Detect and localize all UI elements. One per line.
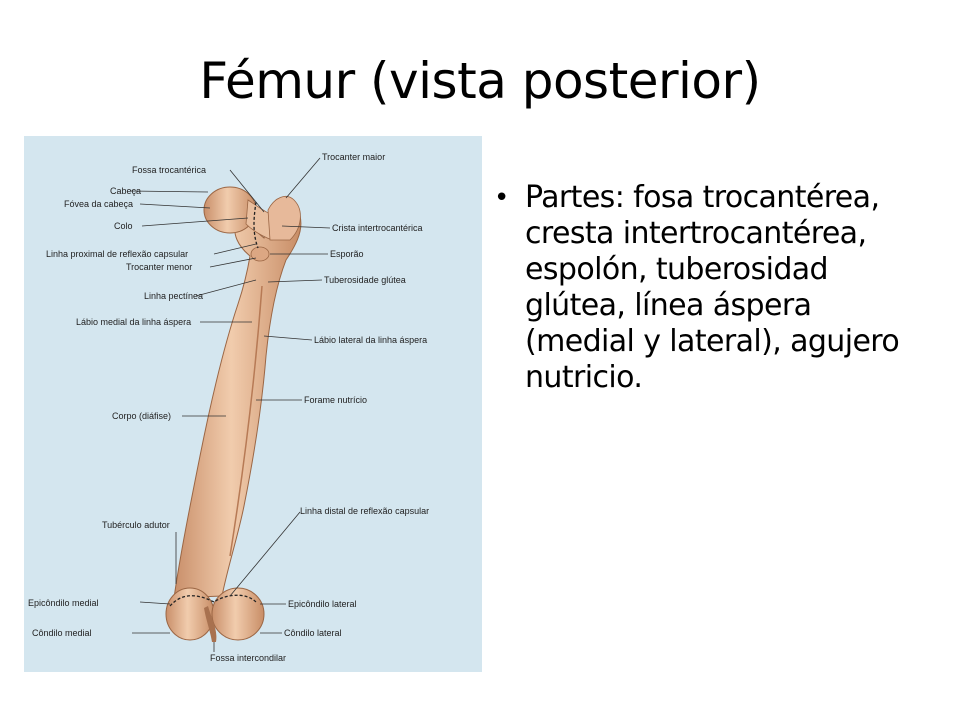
distal-capsular-line: [169, 594, 257, 607]
label-tuberosidade-glutea: Tuberosidade glútea: [324, 275, 406, 285]
label-epicondilo-lateral: Epicôndilo lateral: [288, 599, 357, 609]
label-labio-medial: Lábio medial da linha áspera: [76, 317, 191, 327]
femur-svg: Fossa trocantérica Cabeça Fóvea da cabeç…: [28, 152, 429, 663]
femur-bone: [165, 186, 302, 642]
label-trocanter-maior: Trocanter maior: [322, 152, 385, 162]
label-corpo: Corpo (diáfise): [112, 411, 171, 421]
label-condilo-lateral: Côndilo lateral: [284, 628, 342, 638]
label-fovea-cabeca: Fóvea da cabeça: [64, 199, 133, 209]
label-epicondilo-medial: Epicôndilo medial: [28, 598, 99, 608]
label-crista-intertrocanterica: Crista intertrocantérica: [332, 223, 423, 233]
label-forame-nutricio: Forame nutrício: [304, 395, 367, 405]
label-tuberculo-adutor: Tubérculo adutor: [102, 520, 170, 530]
bullet-glyph: •: [494, 183, 509, 213]
lateral-condyle: [211, 587, 265, 641]
femur-diagram: Fossa trocantérica Cabeça Fóvea da cabeç…: [24, 136, 482, 672]
label-condilo-medial: Côndilo medial: [32, 628, 92, 638]
label-colo: Colo: [114, 221, 133, 231]
label-fossa-trocanterica: Fossa trocantérica: [132, 165, 206, 175]
label-fossa-intercondilar: Fossa intercondilar: [210, 653, 286, 663]
label-cabeca: Cabeça: [110, 186, 141, 196]
label-linha-pectinea: Linha pectínea: [144, 291, 203, 301]
greater-trochanter: [267, 196, 301, 241]
label-linha-distal: Linha distal de reflexão capsular: [300, 506, 429, 516]
label-trocanter-menor: Trocanter menor: [126, 262, 192, 272]
femur-shaft: [173, 197, 302, 599]
label-linha-proximal: Linha proximal de reflexão capsular: [46, 249, 188, 259]
bullet-text: Partes: fosa trocantérea, cresta intertr…: [525, 180, 900, 395]
label-labio-lateral: Lábio lateral da linha áspera: [314, 335, 427, 345]
leader-lines-right: [213, 157, 331, 652]
proximal-capsular-line: [253, 201, 259, 249]
lesser-trochanter: [250, 246, 270, 262]
linea-aspera-ridge: [229, 285, 263, 557]
intercondylar-fossa: [204, 606, 217, 642]
slide-title: Fémur (vista posterior): [199, 52, 761, 110]
leader-lines-left: [129, 169, 265, 634]
label-esporao: Esporão: [330, 249, 364, 259]
bullet-item: • Partes: fosa trocantérea, cresta inter…: [494, 180, 914, 396]
bullet-list: • Partes: fosa trocantérea, cresta inter…: [494, 180, 914, 396]
